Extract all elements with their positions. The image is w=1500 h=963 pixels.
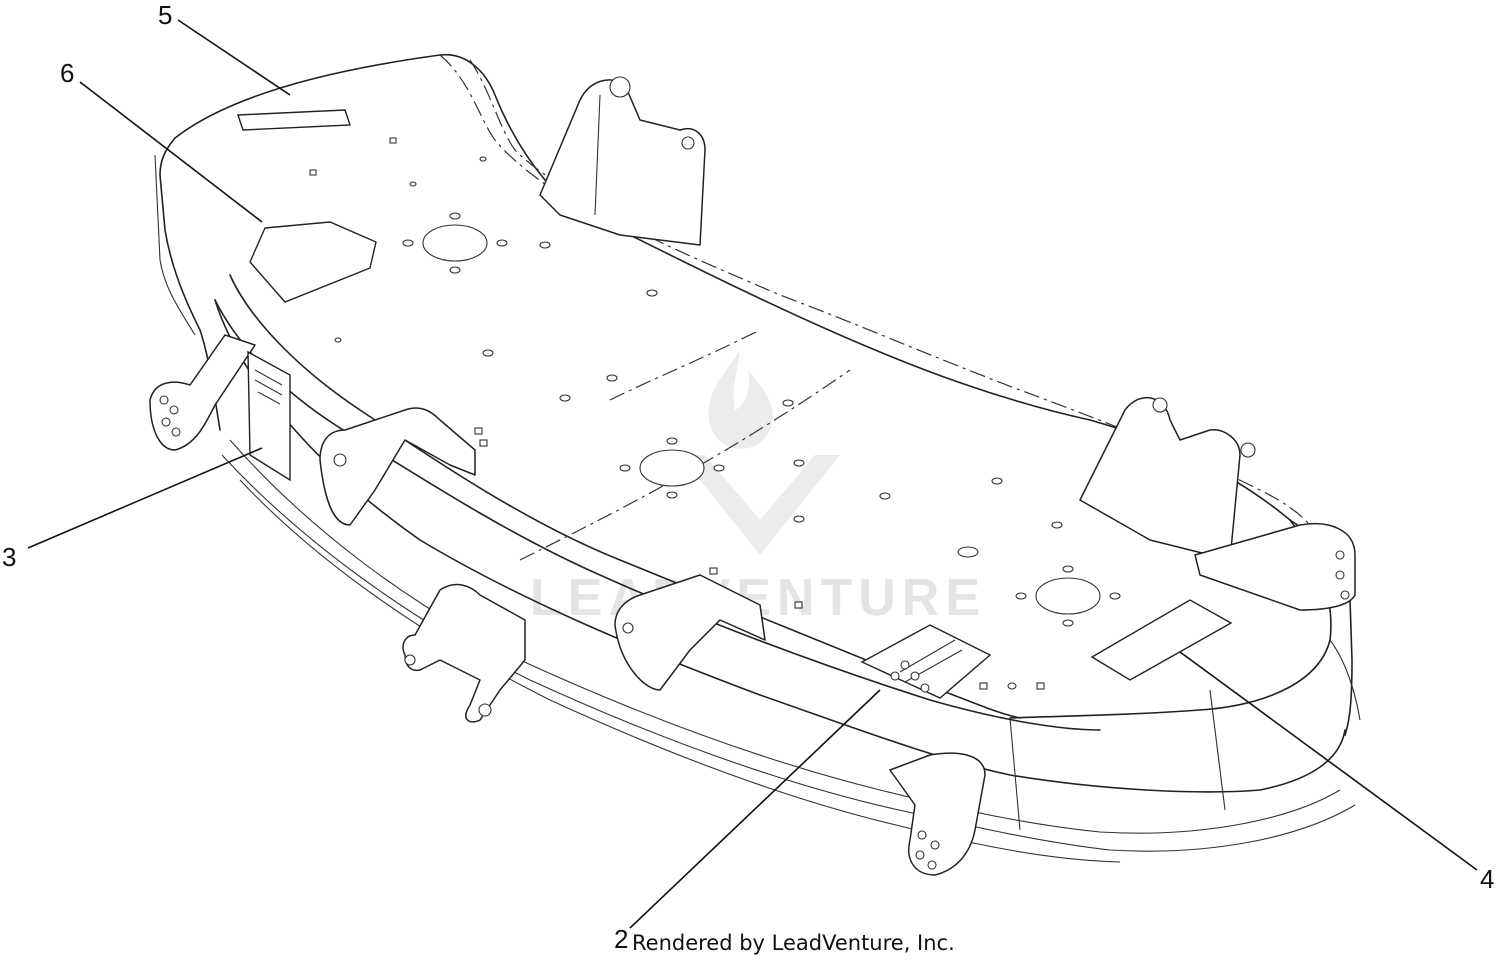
decal-2 <box>860 624 992 699</box>
decal-3 <box>247 350 291 482</box>
callout-4: 4 <box>1480 864 1494 894</box>
decal-4 <box>1090 599 1233 681</box>
front-brackets <box>149 334 986 876</box>
spindle-mounts <box>309 137 1121 690</box>
decal-5 <box>237 109 351 131</box>
leader-lines <box>27 19 1478 929</box>
decals <box>237 109 1233 699</box>
leadventure-watermark-logo: LEADVENTURE <box>530 350 980 627</box>
credit-text: Rendered by LeadVenture, Inc. <box>632 931 955 955</box>
callout-2: 2 <box>614 924 628 954</box>
callout-6: 6 <box>60 58 74 88</box>
callout-5: 5 <box>158 0 172 30</box>
decal-6 <box>249 221 377 303</box>
callout-3: 3 <box>2 542 16 572</box>
rear-hitch-brackets <box>539 76 1356 611</box>
